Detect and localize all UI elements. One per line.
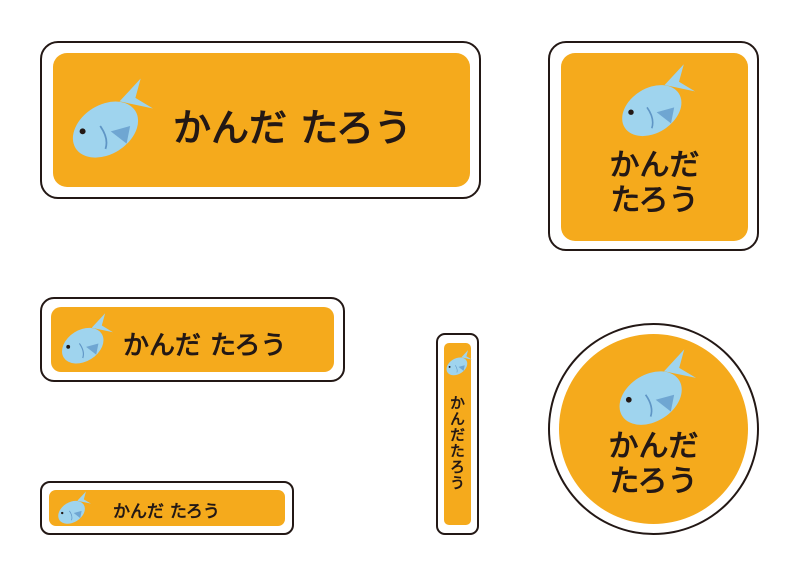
fish-icon <box>612 346 696 430</box>
square-label-name: かんだ たろう <box>561 148 748 218</box>
round-label-name: かんだ たろう <box>559 429 748 499</box>
large-label-fill: かんだ たろう <box>53 53 470 187</box>
round-label-line1: かんだ <box>608 429 699 464</box>
medium-label-name: かんだ たろう <box>123 331 287 361</box>
round-label-fill: かんだ たろう <box>559 334 748 524</box>
round-label-line2: たろう <box>609 463 698 499</box>
large-name-label: かんだ たろう <box>40 41 481 199</box>
square-name-label: かんだ たろう <box>548 41 759 251</box>
small-label-name: かんだ たろう <box>113 502 220 522</box>
vertical-name-label: かんだたろう <box>436 333 479 535</box>
small-name-label: かんだ たろう <box>40 481 294 535</box>
medium-name-label: かんだ たろう <box>40 297 345 382</box>
fish-icon <box>444 349 472 377</box>
square-label-line1: かんだ <box>609 148 700 183</box>
vertical-label-fill: かんだたろう <box>444 343 471 525</box>
medium-label-fill: かんだ たろう <box>51 307 334 372</box>
vertical-label-name: かんだたろう <box>448 395 466 491</box>
small-label-fill: かんだ たろう <box>49 490 285 526</box>
fish-icon <box>615 61 695 141</box>
round-name-label: かんだ たろう <box>548 323 759 535</box>
square-label-line2: たろう <box>610 182 699 218</box>
fish-icon <box>55 490 91 526</box>
square-label-fill: かんだ たろう <box>561 53 748 241</box>
fish-icon <box>65 75 153 163</box>
fish-icon <box>57 311 113 367</box>
large-label-name: かんだ たろう <box>173 106 412 150</box>
